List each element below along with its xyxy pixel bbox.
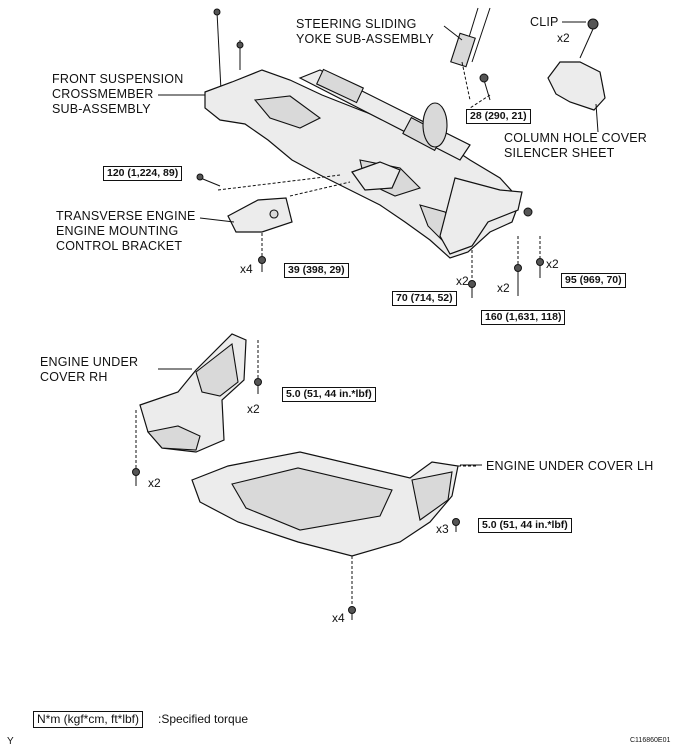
torque-39: 39 (398, 29) (284, 263, 349, 278)
label-steering-yoke-line2: YOKE SUB-ASSEMBLY (296, 32, 434, 46)
torque-70: 70 (714, 52) (392, 291, 457, 306)
qty-bottom: x4 (332, 611, 345, 625)
label-cover-rh-line2: COVER RH (40, 370, 108, 384)
qty-bracket-bolts: x4 (240, 262, 253, 276)
torque-28: 28 (290, 21) (466, 109, 531, 124)
label-steering-yoke-line1: STEERING SLIDING (296, 17, 417, 31)
label-bracket-line2: ENGINE MOUNTING (56, 224, 179, 238)
label-column-cover-line1: COLUMN HOLE COVER (504, 131, 648, 145)
column-cover-drawing (547, 18, 606, 133)
qty-70: x2 (456, 274, 469, 288)
crossmember-drawing (204, 7, 541, 282)
qty-lh: x3 (436, 522, 449, 536)
legend-description: :Specified torque (158, 712, 249, 726)
label-crossmember-line3: SUB-ASSEMBLY (52, 102, 151, 116)
torque-120: 120 (1,224, 89) (103, 166, 183, 181)
label-column-cover-line2: SILENCER SHEET (504, 146, 615, 160)
lower-bolts-drawing (468, 258, 544, 298)
bolt-28-drawing (479, 73, 491, 101)
corner-letter: Y (7, 736, 14, 747)
label-bracket-line3: CONTROL BRACKET (56, 239, 183, 253)
label-crossmember-line1: FRONT SUSPENSION (52, 72, 184, 86)
label-crossmember-line2: CROSSMEMBER (52, 87, 154, 101)
torque-160: 160 (1,631, 118) (481, 310, 566, 325)
torque-95: 95 (969, 70) (561, 273, 626, 288)
cover-rh-drawing (132, 333, 262, 486)
qty-rh-top: x2 (247, 402, 260, 416)
torque-5a: 5.0 (51, 44 in.*lbf) (282, 387, 376, 402)
leader-lines (158, 21, 586, 466)
label-cover-lh: ENGINE UNDER COVER LH (486, 459, 654, 473)
qty-95: x2 (546, 257, 559, 271)
bracket-drawing (196, 173, 293, 272)
qty-rh-bottom: x2 (148, 476, 161, 490)
figure-id: C116860E01 (630, 737, 671, 744)
torque-5b: 5.0 (51, 44 in.*lbf) (478, 518, 572, 533)
qty-160: x2 (497, 281, 510, 295)
legend-unit-box: N*m (kgf*cm, ft*lbf) (33, 711, 144, 728)
label-clip: CLIP (530, 15, 559, 29)
label-cover-rh-line1: ENGINE UNDER (40, 355, 139, 369)
qty-clip: x2 (557, 31, 570, 45)
label-bracket-line1: TRANSVERSE ENGINE (56, 209, 196, 223)
cover-lh-drawing (191, 451, 476, 620)
